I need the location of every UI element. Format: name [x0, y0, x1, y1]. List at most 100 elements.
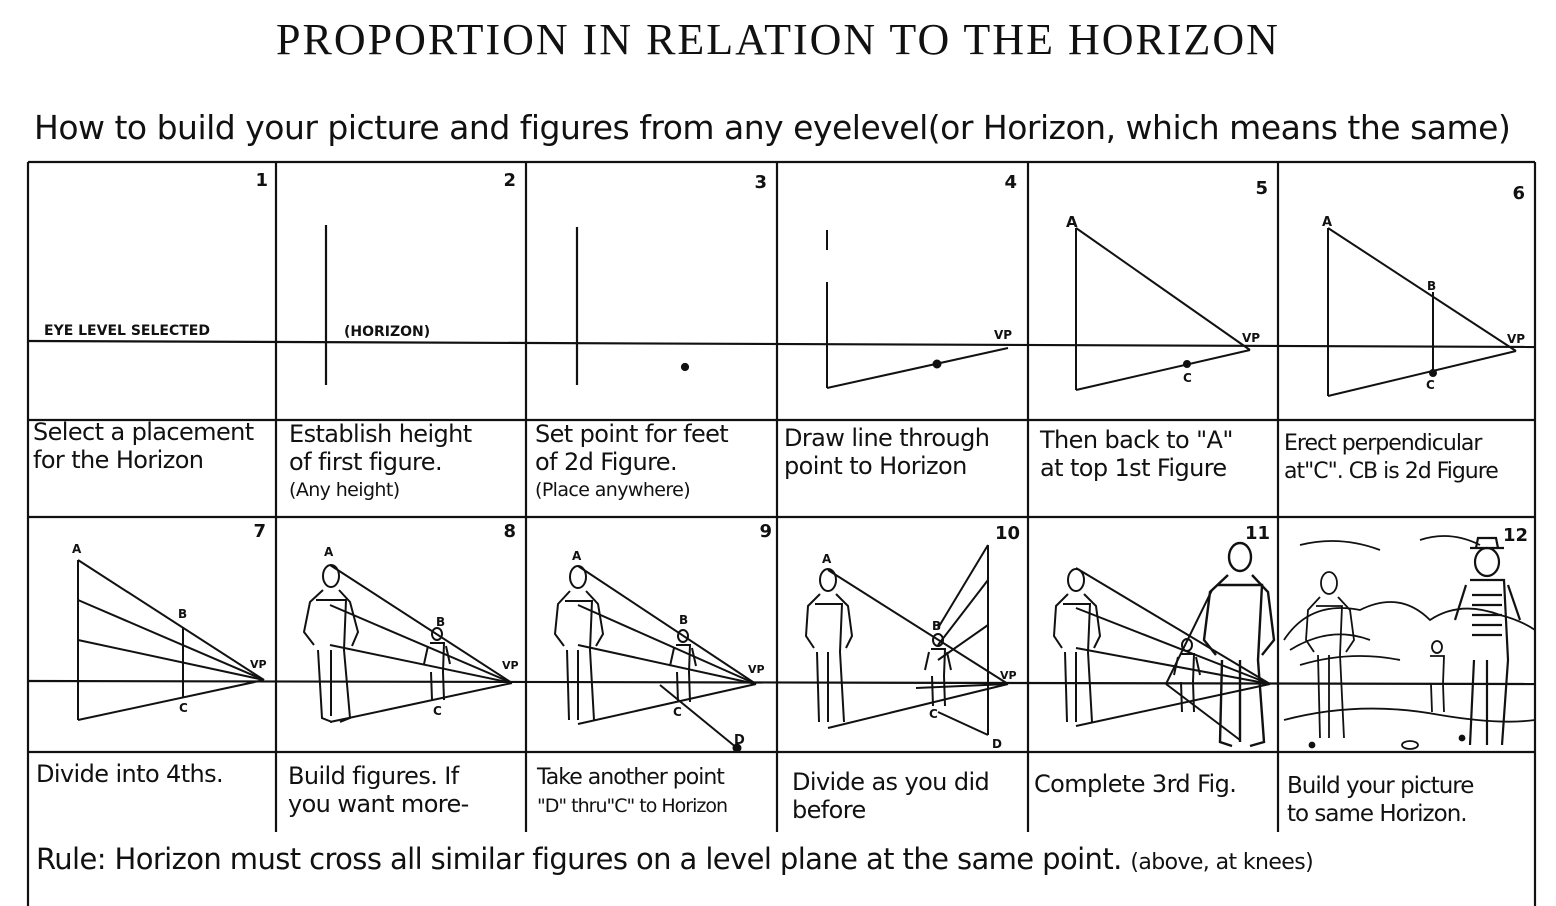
tree-shading [1289, 633, 1401, 666]
panel-10-label-d: D [992, 737, 1002, 751]
panel-11-number: 11 [1244, 523, 1270, 544]
panel-7-label-a: A [72, 542, 82, 556]
division-line-4 [77, 679, 265, 721]
picture-figure-2 [1430, 640, 1445, 713]
third-figure-guide-1 [1165, 589, 1213, 685]
page-title: PROPORTION IN RELATION TO THE HORIZON [276, 15, 1280, 64]
line-through-point [826, 347, 1009, 389]
second-figure-drawing [924, 633, 952, 707]
ground-line [1075, 349, 1251, 391]
top-line [329, 564, 513, 684]
panel-8-drawing [302, 564, 513, 723]
panel-8-label-vp: VP [502, 659, 519, 672]
line-d-through-c [659, 684, 738, 749]
ground-line [827, 683, 1009, 729]
third-figure-drawing [1202, 541, 1276, 748]
hip-line [577, 644, 757, 685]
panel-9-number: 9 [759, 521, 772, 542]
panel-6-label-b: B [1427, 279, 1436, 293]
panel-2-number: 2 [503, 170, 516, 191]
panel-7-caption: Divide into 4ths. [36, 760, 224, 788]
panel-6-number: 6 [1512, 183, 1525, 204]
shoulder-line [1075, 607, 1271, 685]
panel-8-caption: Build figures. If you want more- [288, 762, 469, 818]
first-figure-drawing [804, 568, 854, 723]
trees-outline [1283, 601, 1536, 641]
panel-5-drawing [1075, 227, 1251, 391]
panel-9-label-a: A [572, 549, 582, 563]
first-figure-drawing [302, 564, 360, 723]
diagonal-line [915, 683, 1009, 689]
panel-6-drawing [1327, 227, 1517, 397]
hip-line [1075, 647, 1271, 685]
panel-9-label-vp: VP [748, 663, 765, 676]
panel-1-number: 1 [255, 170, 268, 191]
fan-line-3 [937, 624, 989, 661]
panel-5-label-vp: VP [1242, 331, 1260, 345]
panel-5-number: 5 [1255, 178, 1268, 199]
clouds [1299, 535, 1481, 551]
picture-figure-1 [1305, 571, 1355, 739]
first-figure-drawing [1052, 568, 1102, 723]
second-figure-drawing [669, 629, 697, 703]
page-subtitle: How to build your picture and figures fr… [34, 108, 1511, 147]
feet-point [680, 362, 690, 372]
panel-12-drawing [1283, 535, 1536, 750]
shoulder-line [577, 604, 757, 685]
top-line [1327, 227, 1517, 352]
second-figure-drawing [423, 627, 451, 701]
top-line [1075, 567, 1271, 685]
panel-11-caption: Complete 3rd Fig. [1034, 770, 1237, 798]
panel-9-drawing [553, 565, 757, 753]
first-figure-drawing [553, 565, 605, 721]
panel-12-number: 12 [1502, 525, 1528, 546]
third-figure-guide-2 [1165, 683, 1241, 741]
panel-9-caption: Take another point "D" thru"C" to Horizo… [537, 765, 728, 817]
panel-7-number: 7 [253, 521, 266, 542]
panel-11-drawing [1052, 541, 1276, 748]
panel-4-caption: Draw line through point to Horizon [784, 424, 990, 480]
panel-10-drawing [804, 544, 1009, 736]
ground-line [1327, 350, 1517, 397]
panel-6-label-a: A [1322, 215, 1332, 230]
panel-4-drawing [826, 230, 1009, 389]
panel-10-label-c: C [929, 707, 938, 721]
panel-4-number: 4 [1004, 172, 1017, 193]
panel-10-label-a: A [822, 552, 832, 566]
panel-7-label-b: B [178, 607, 187, 621]
panel-10-number: 10 [994, 523, 1020, 544]
point-d [732, 743, 742, 753]
fan-line-2 [937, 579, 989, 646]
panel-6-caption: Erect perpendicular at"C". CB is 2d Figu… [1284, 431, 1499, 484]
panel-1-label-eye-level: EYE LEVEL SELECTED [44, 323, 210, 339]
panel-2-caption: Establish height of first figure. (Any h… [289, 420, 472, 501]
panel-7-label-vp: VP [250, 658, 267, 671]
shoulder-line [329, 604, 513, 684]
rule-statement: Rule: Horizon must cross all similar fig… [36, 842, 1122, 876]
panel-7-label-c: C [179, 701, 188, 715]
horizon-line-row2 [27, 679, 1536, 686]
panel-3-caption: Set point for feet of 2d Figure. (Place … [535, 420, 729, 501]
panel-9-label-d: D [734, 733, 745, 748]
panel-6-label-c: C [1426, 378, 1435, 392]
panel-8-label-a: A [324, 545, 334, 559]
top-line [577, 565, 757, 685]
picture-figure-3 [1453, 536, 1522, 746]
horizon-line-row1 [27, 339, 1536, 349]
panel-10-label-vp: VP [1000, 669, 1017, 682]
rule-note: (above, at knees) [1130, 850, 1314, 875]
division-line-2 [77, 639, 265, 681]
drawing-labels: EYE LEVEL SELECTED (HORIZON) VP A VP C A… [44, 213, 1525, 751]
panel-10-caption: Divide as you did before [792, 768, 990, 824]
panel-9-label-b: B [679, 613, 688, 627]
panel-3-number: 3 [754, 172, 767, 193]
ground-point-1 [1308, 741, 1316, 749]
hip-line [329, 644, 513, 684]
panel-4-label-vp: VP [994, 328, 1012, 342]
top-line [827, 569, 1009, 685]
panel-8-label-b: B [436, 615, 445, 629]
division-line-1 [77, 599, 265, 681]
division-line-0 [77, 559, 265, 681]
